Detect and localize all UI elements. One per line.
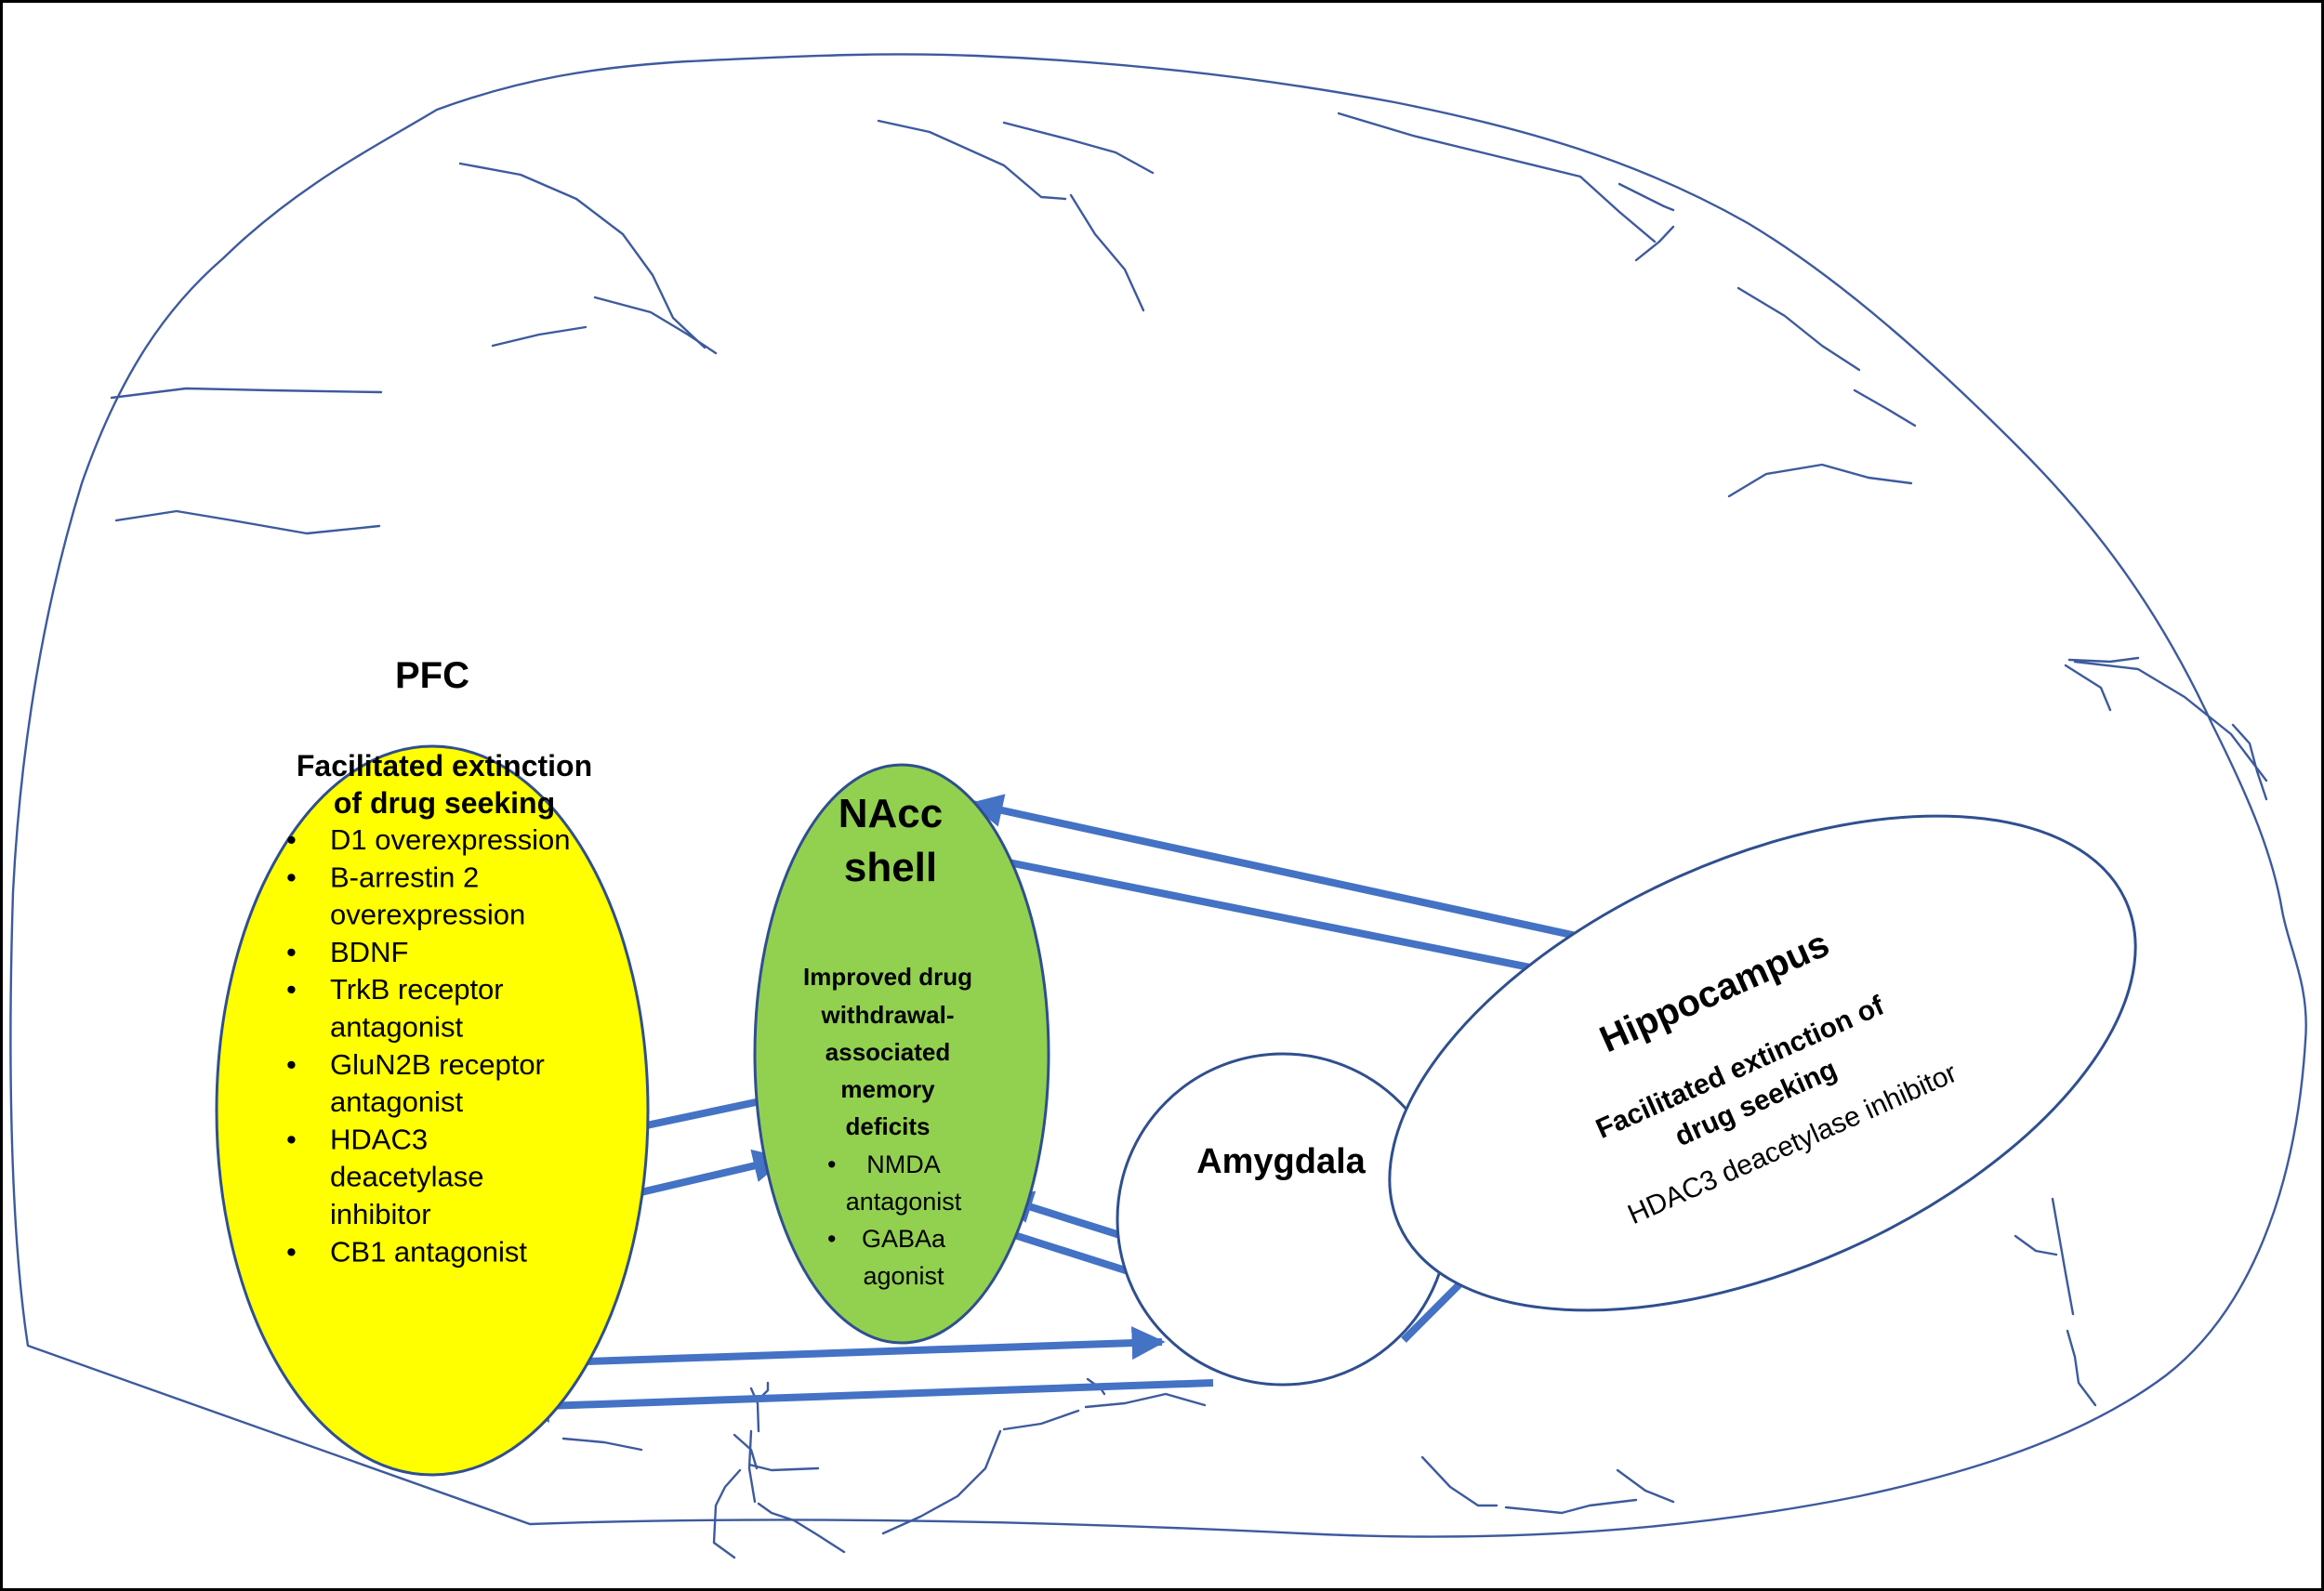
sulcus-18 xyxy=(2231,723,2268,801)
arrow-hippocampus-to-nacc xyxy=(969,794,1632,952)
sulcus-20 xyxy=(2014,1234,2058,1256)
hippocampus-region xyxy=(1388,814,2137,1312)
sulcus-25 xyxy=(1616,1468,1675,1504)
sulcus-11 xyxy=(1634,225,1675,262)
sulcus-16 xyxy=(2064,664,2112,712)
nacc-list-item-1-line-2: antagonist xyxy=(846,1188,962,1216)
sulcus-32 xyxy=(747,1429,757,1504)
pfc-label-group: PFC Facilitated extinction of drug seeki… xyxy=(286,655,592,1268)
sulcus-5 xyxy=(491,325,588,348)
sulcus-34 xyxy=(712,1468,742,1559)
nacc-list-item-2-line-1: GABAa xyxy=(862,1225,946,1253)
sulcus-13 xyxy=(1853,388,1917,427)
pfc-list-item-4-line-2: antagonist xyxy=(330,1011,463,1044)
pfc-region xyxy=(215,744,650,1477)
pfc-list-item-3-line-1: BDNF xyxy=(330,936,408,968)
sulcus-3 xyxy=(458,162,706,349)
nacc-subtitle-line-5: deficits xyxy=(845,1112,930,1140)
nacc-shell-region xyxy=(753,763,1050,1345)
sulcus-31 xyxy=(760,1381,770,1398)
sulcus-22 xyxy=(1084,1392,1207,1409)
pfc-list-bullet-7: • xyxy=(286,1235,297,1268)
sulcus-33 xyxy=(747,1463,820,1472)
nacc-subtitle-line-1: Improved drug xyxy=(803,963,972,991)
sulcus-12 xyxy=(1736,286,1861,372)
pfc-title: PFC xyxy=(395,655,469,696)
pfc-list-bullet-4: • xyxy=(286,973,297,1006)
pfc-list-bullet-6: • xyxy=(286,1123,297,1155)
pfc-list-item-2-line-2: overexpression xyxy=(330,899,525,931)
nacc-subtitle-line-2: withdrawal- xyxy=(820,1001,954,1029)
sulcus-28 xyxy=(561,1437,643,1452)
sulcus-14 xyxy=(1727,463,1913,498)
sulcus-15 xyxy=(2067,656,2140,664)
sulcus-26 xyxy=(1420,1455,1499,1507)
sulcus-4 xyxy=(593,296,718,355)
sulcus-24 xyxy=(881,1429,1002,1535)
nacc-title-line-1: NAcc xyxy=(838,791,944,836)
sulcus-35 xyxy=(757,1502,846,1554)
pfc-list-item-7-line-1: CB1 antagonist xyxy=(330,1235,527,1268)
pfc-list-item-2-line-1: B-arrestin 2 xyxy=(330,861,479,893)
sulcus-10 xyxy=(1618,182,1675,212)
pfc-list-item-5-line-2: antagonist xyxy=(330,1085,463,1118)
nacc-list-item-2-line-2: agonist xyxy=(863,1262,944,1290)
brain-outline xyxy=(9,53,2307,1559)
brain-outline-main xyxy=(9,53,2307,1538)
pfc-list-bullet-3: • xyxy=(286,936,297,968)
pfc-subtitle-line-2: of drug seeking xyxy=(334,786,555,820)
pfc-list-bullet-2: • xyxy=(286,861,297,893)
nacc-subtitle-line-4: memory xyxy=(840,1075,935,1103)
pfc-list-item-5-line-1: GluN2B receptor xyxy=(330,1048,545,1081)
nacc-list: • NMDA antagonist • GABAa agonist xyxy=(827,1151,962,1290)
pfc-list-item-4-line-1: TrkB receptor xyxy=(330,973,504,1006)
sulcus-23 xyxy=(1002,1409,1080,1431)
nacc-list-item-1-line-1: NMDA xyxy=(866,1151,941,1178)
sulcus-8 xyxy=(1002,121,1155,175)
pfc-list-item-6-line-3: inhibitor xyxy=(330,1198,431,1230)
sulcus-30 xyxy=(749,1387,760,1433)
pfc-list: • D1 overexpression • B-arrestin 2 overexpre… xyxy=(286,823,570,1268)
sulcus-27 xyxy=(1504,1498,1638,1515)
pfc-subtitle-line-1: Facilitated extinction xyxy=(297,749,592,782)
arrow-pfc-to-amygdala xyxy=(504,1326,1166,1368)
sulcus-2 xyxy=(114,509,381,535)
pfc-list-bullet-1: • xyxy=(286,823,297,856)
pfc-list-item-6-line-2: deacetylase xyxy=(330,1161,483,1193)
nacc-subtitle-line-3: associated xyxy=(825,1038,950,1066)
nacc-label-group: NAcc shell Improved drug withdrawal- ass… xyxy=(803,791,972,1290)
nacc-list-bullet-2: • xyxy=(827,1225,836,1253)
pfc-list-item-1-line-1: D1 overexpression xyxy=(330,823,570,856)
amygdala-title: Amygdala xyxy=(1196,1142,1366,1181)
sulcus-17 xyxy=(2073,660,2268,782)
arrow-amygdala-to-pfc xyxy=(515,1379,1214,1423)
nacc-title-line-2: shell xyxy=(844,845,937,890)
sulcus-19 xyxy=(2051,1197,2075,1316)
pfc-list-item-6-line-1: HDAC3 xyxy=(330,1123,428,1155)
sulcus-9 xyxy=(1337,112,1657,243)
pfc-list-bullet-5: • xyxy=(286,1048,297,1081)
sulcus-21 xyxy=(2066,1329,2097,1407)
sulcus-6 xyxy=(877,119,1067,201)
nacc-list-bullet-1: • xyxy=(827,1151,836,1178)
sulcus-1 xyxy=(110,387,383,400)
sulcus-7 xyxy=(1069,193,1145,312)
